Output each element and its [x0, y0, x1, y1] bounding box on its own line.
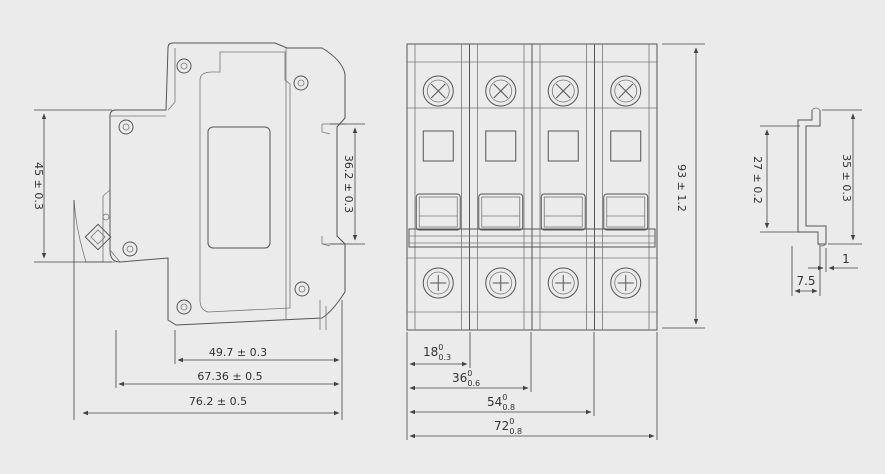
- screw-plus-slot: [555, 275, 572, 291]
- side-view-screws: [84, 58, 310, 315]
- toggle-handle: [415, 193, 461, 231]
- top-terminal-screw: [422, 75, 454, 107]
- bottom-terminal-screw-inner: [614, 271, 638, 295]
- screw-plus-slot: [430, 275, 447, 291]
- toggle-handle-inner: [481, 196, 521, 228]
- toggle-handle: [540, 193, 586, 231]
- status-window: [485, 130, 517, 162]
- toggle-handle-inner: [543, 196, 583, 228]
- top-terminal-screw-inner: [426, 79, 450, 103]
- dim-7-5: 7.5: [791, 246, 821, 296]
- dim-67-36-label: 67.36 ± 0.5: [197, 370, 262, 383]
- screw-x-slot: [430, 83, 446, 99]
- dim-35-label: 35 ± 0.3: [840, 154, 853, 202]
- dim-1-label: 1: [842, 252, 850, 266]
- bottom-terminal-screw-inner: [551, 271, 575, 295]
- dim-36-2-height: 36.2 ± 0.3: [330, 123, 365, 245]
- toggle-handle-inner: [606, 196, 646, 228]
- dim-1: 1: [808, 248, 858, 272]
- screw-x-slot: [493, 83, 509, 99]
- dim-7-5-label: 7.5: [796, 274, 815, 288]
- dim-35-height: 35 ± 0.3: [822, 109, 862, 245]
- bottom-terminal-screw-inner: [426, 271, 450, 295]
- dim-93-label: 93 ± 1.2: [675, 164, 688, 212]
- top-terminal-screw-inner: [551, 79, 575, 103]
- status-window: [610, 130, 642, 162]
- front-view-poles: [414, 44, 650, 330]
- bottom-terminal-screw: [422, 267, 454, 299]
- top-terminal-screw: [610, 75, 642, 107]
- top-terminal-screw: [485, 75, 517, 107]
- side-view: 45 ± 0.3 36.2 ± 0.3 49.7 ± 0.3 67.36 ± 0…: [32, 42, 365, 420]
- bottom-terminal-screw: [485, 267, 517, 299]
- side-view-width-dims: 49.7 ± 0.3 67.36 ± 0.5 76.2 ± 0.5: [73, 200, 343, 420]
- screw-x-slot: [555, 83, 571, 99]
- bottom-terminal-screw-inner: [489, 271, 513, 295]
- screw-x-slot: [618, 83, 634, 99]
- status-window: [422, 130, 454, 162]
- dim-27-label: 27 ± 0.2: [751, 156, 764, 204]
- status-window: [547, 130, 579, 162]
- dim-49-7-label: 49.7 ± 0.3: [209, 346, 267, 359]
- dim-45-label: 45 ± 0.3: [32, 162, 45, 210]
- bottom-terminal-screw: [547, 267, 579, 299]
- top-terminal-screw-inner: [614, 79, 638, 103]
- toggle-handle: [478, 193, 524, 231]
- rail-view: 27 ± 0.2 35 ± 0.3 7.5 1: [751, 107, 862, 296]
- rail-profile: [797, 110, 827, 245]
- screw-plus-slot: [617, 275, 634, 291]
- side-view-body-outline: [73, 42, 346, 330]
- common-trip-bar: [408, 228, 656, 248]
- dim-36-2-label: 36.2 ± 0.3: [342, 155, 355, 213]
- dim-27-height: 27 ± 0.2: [751, 125, 800, 233]
- bottom-terminal-screw: [610, 267, 642, 299]
- toggle-handle: [603, 193, 649, 231]
- dim-76-2-label: 76.2 ± 0.5: [189, 395, 247, 408]
- top-terminal-screw-inner: [489, 79, 513, 103]
- dim-45-height: 45 ± 0.3: [32, 109, 112, 263]
- dim-93-height: 93 ± 1.2: [662, 43, 705, 329]
- toggle-handle-inner: [418, 196, 458, 228]
- top-terminal-screw: [547, 75, 579, 107]
- screw-plus-slot: [492, 275, 509, 291]
